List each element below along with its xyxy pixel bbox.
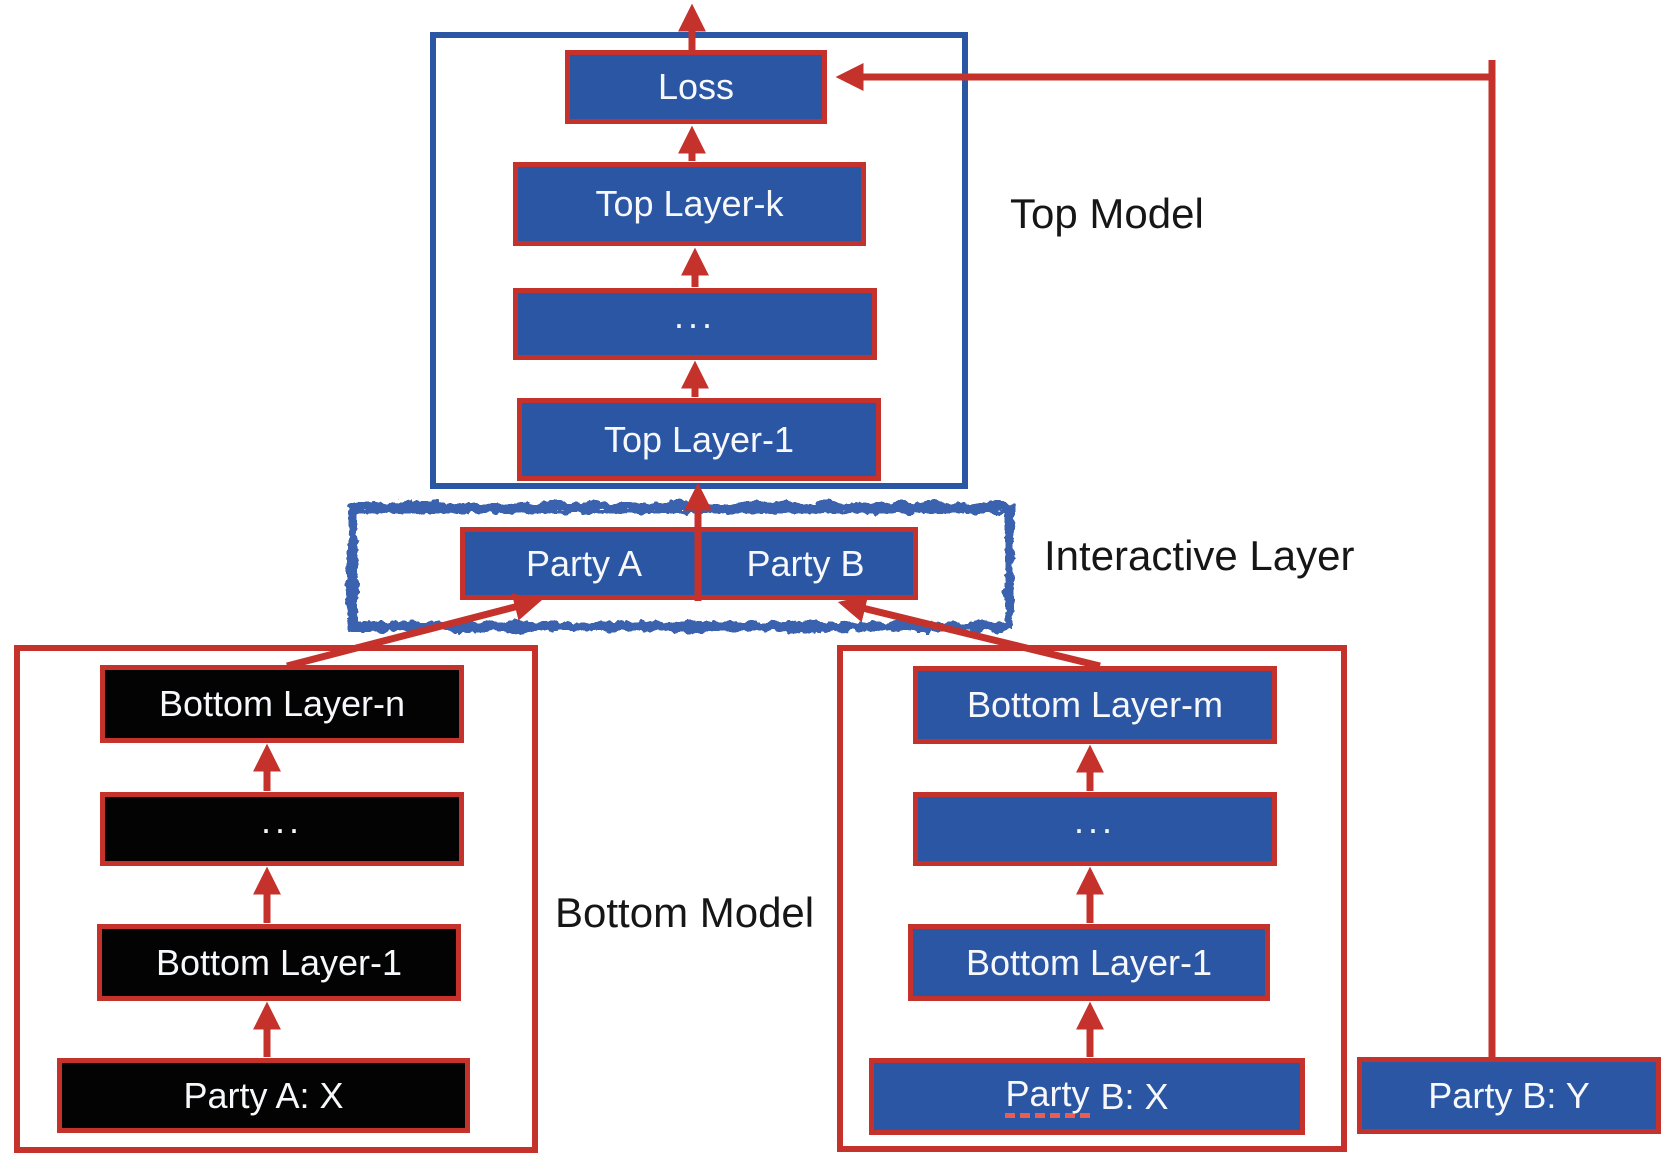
interactive-layer-label: Interactive Layer bbox=[1044, 532, 1355, 579]
top-layer-k-box: Top Layer-k bbox=[513, 162, 866, 246]
bottom-layer-n-label: Bottom Layer-n bbox=[158, 683, 406, 724]
party-b-cell: Party B bbox=[746, 542, 865, 584]
bottom-model-label: Bottom Model bbox=[555, 889, 815, 936]
top-model-label: Top Model bbox=[1010, 190, 1204, 237]
bottom-model-a-frame bbox=[14, 645, 538, 1153]
top-layer-1-label: Top Layer-1 bbox=[603, 418, 795, 460]
top-ellipsis-box: ... bbox=[513, 288, 877, 360]
loss-box: Loss bbox=[565, 50, 827, 124]
party-b-x-underlined-word: Party bbox=[1005, 1075, 1090, 1118]
bottom-a-layer-1-label: Bottom Layer-1 bbox=[155, 941, 403, 983]
bottom-a-ellipsis-label: ... bbox=[260, 800, 303, 841]
party-a-x-box: Party A: X bbox=[57, 1058, 470, 1133]
party-b-y-box: Party B: Y bbox=[1357, 1057, 1661, 1134]
loss-label: Loss bbox=[657, 66, 735, 107]
bottom-b-layer-1-box: Bottom Layer-1 bbox=[908, 924, 1270, 1001]
top-layer-1-box: Top Layer-1 bbox=[517, 398, 881, 481]
bottom-layer-n-box: Bottom Layer-n bbox=[100, 665, 464, 743]
party-a-x-label: Party A: X bbox=[183, 1074, 344, 1116]
bottom-a-ellipsis-box: ... bbox=[100, 792, 464, 866]
party-b-y-label: Party B: Y bbox=[1428, 1074, 1590, 1116]
bottom-b-ellipsis-box: ... bbox=[913, 792, 1277, 866]
top-layer-k-label: Top Layer-k bbox=[595, 183, 784, 224]
party-a-cell: Party A bbox=[525, 542, 643, 584]
party-ab-box: Party A Party B bbox=[460, 527, 918, 600]
bottom-layer-m-box: Bottom Layer-m bbox=[913, 666, 1277, 744]
party-b-x-label-tail: B: X bbox=[1100, 1075, 1169, 1117]
bottom-b-layer-1-label: Bottom Layer-1 bbox=[965, 941, 1213, 983]
party-b-x-box: Party B: X bbox=[869, 1058, 1305, 1135]
top-ellipsis-label: ... bbox=[673, 295, 716, 336]
bottom-b-ellipsis-label: ... bbox=[1073, 800, 1116, 841]
bottom-layer-m-label: Bottom Layer-m bbox=[966, 684, 1224, 725]
bottom-a-layer-1-box: Bottom Layer-1 bbox=[97, 924, 461, 1001]
